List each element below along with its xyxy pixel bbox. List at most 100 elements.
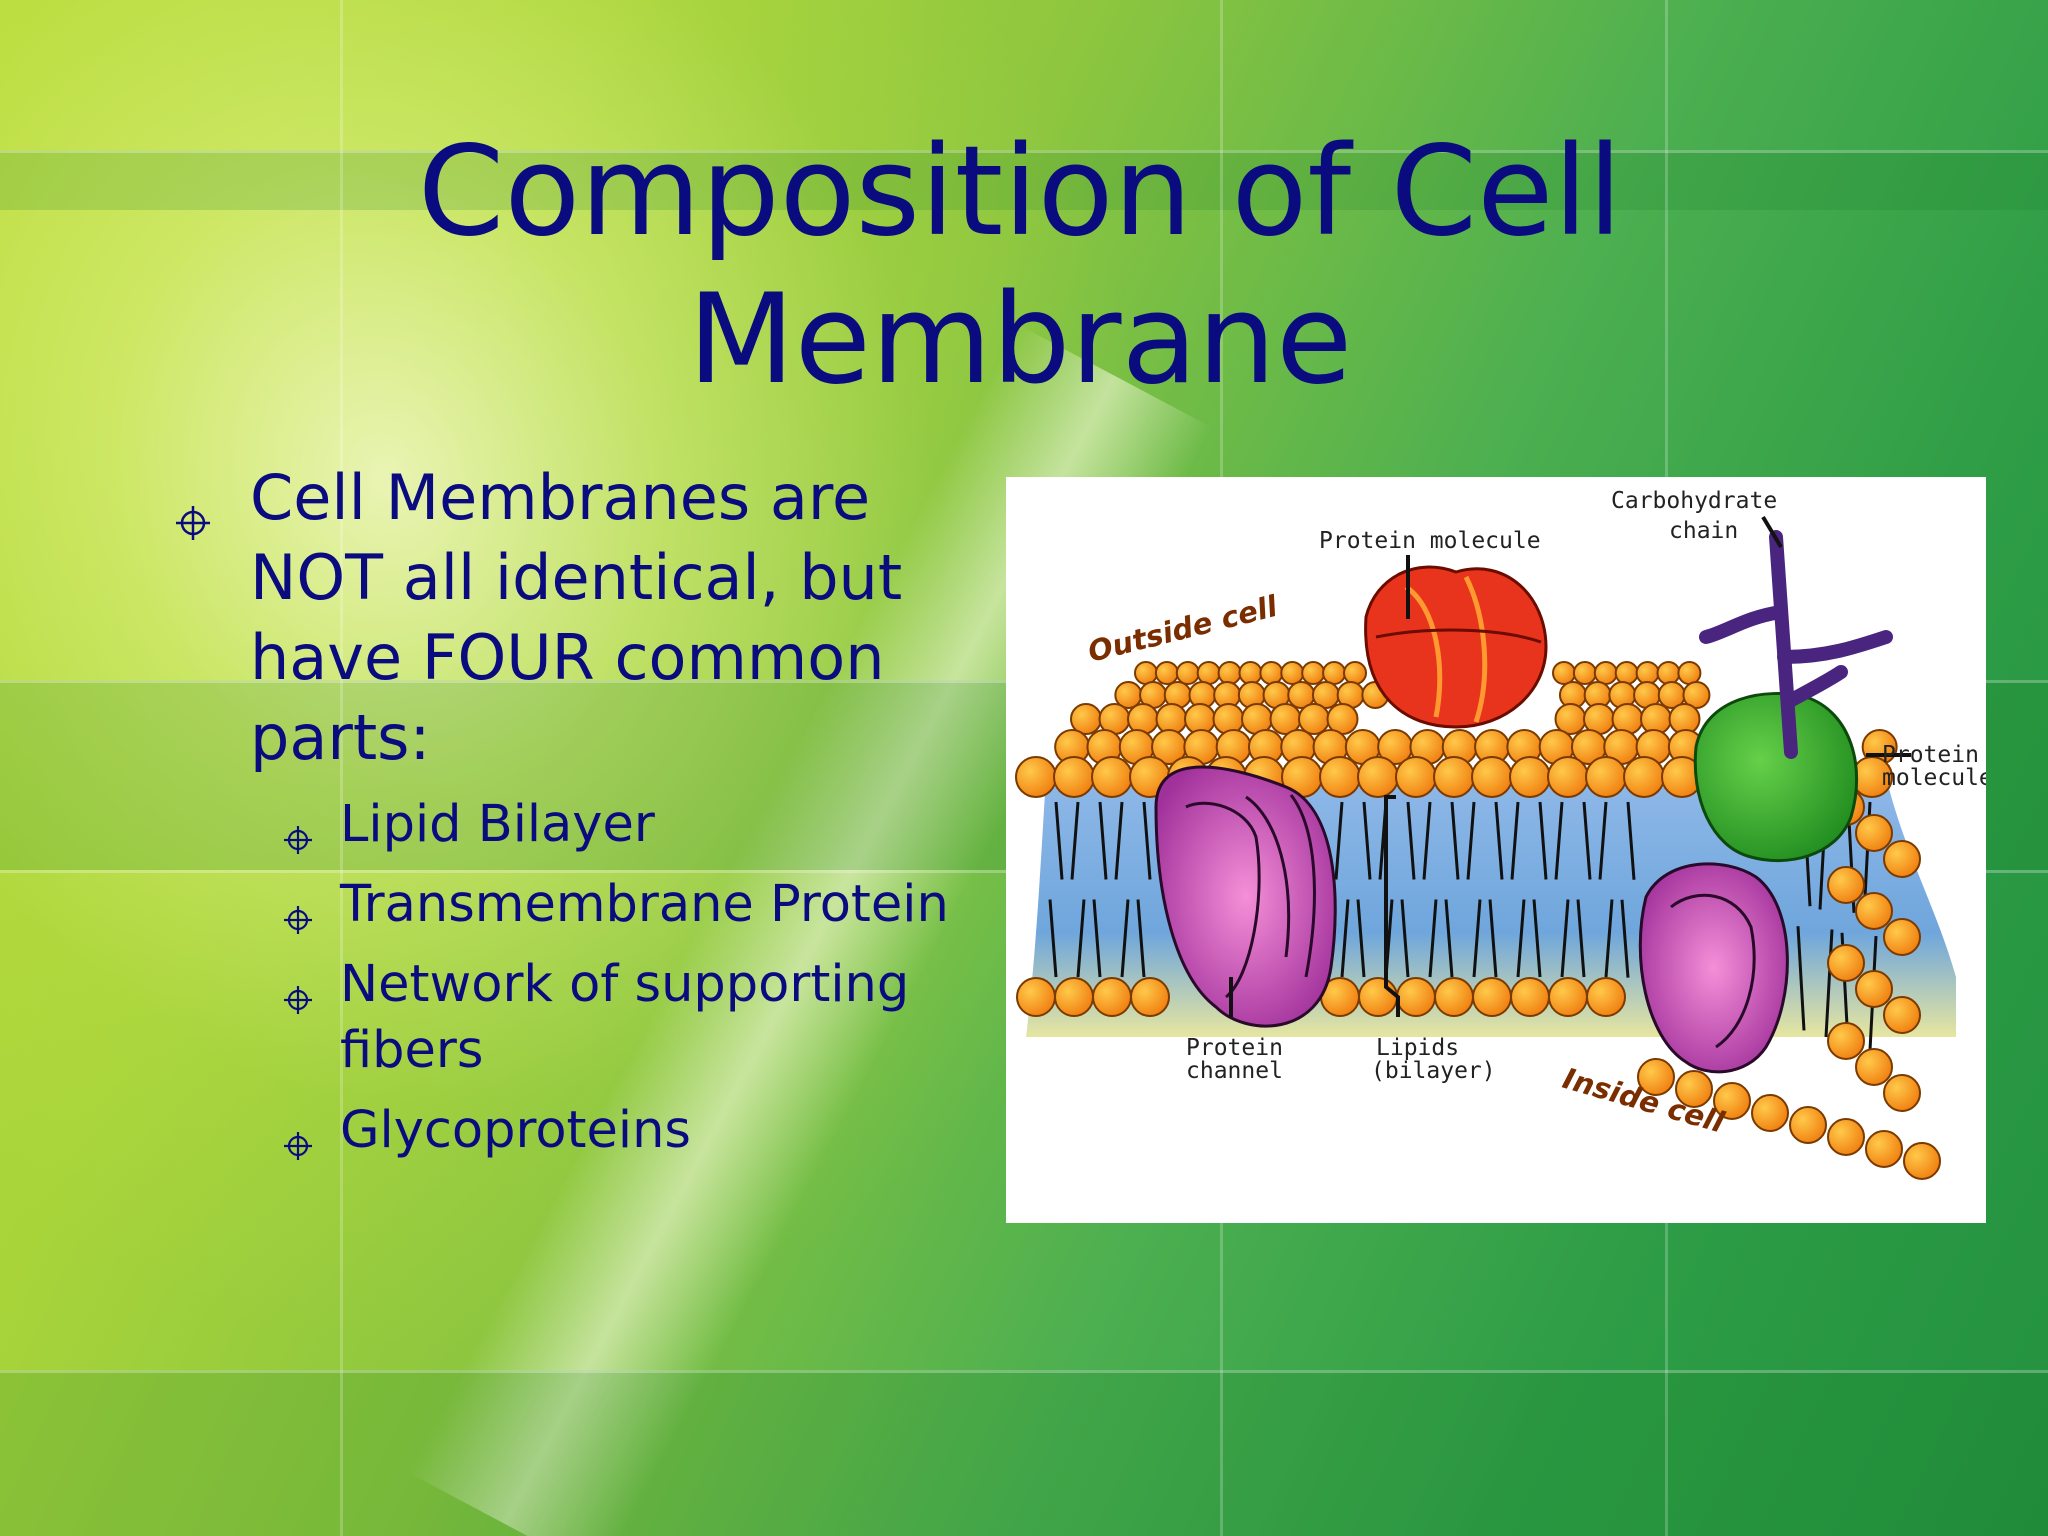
background-band [0, 1370, 2048, 1536]
background-band [0, 150, 2048, 210]
lipid-tail [1400, 899, 1410, 978]
protein-channel-label: channel [1186, 1058, 1283, 1084]
protein-molecule-top [1364, 565, 1548, 729]
protein-channel-right [1638, 862, 1789, 1074]
lipid-tail [1048, 899, 1058, 978]
lipid-head [1322, 661, 1347, 685]
lipid-head [1053, 756, 1095, 798]
lipid-tail [1532, 899, 1542, 978]
lipid-head [1827, 866, 1865, 904]
lipid-tail [1488, 899, 1498, 978]
lipid-head [1855, 814, 1893, 852]
lipid-tail [1142, 801, 1152, 880]
subbullet-item: Transmembrane Protein [175, 872, 995, 938]
lipid-tail [1422, 801, 1432, 880]
crosshair-bullet-icon [283, 966, 313, 1032]
lipid-tail [1824, 929, 1834, 1038]
lipid-tail [1494, 801, 1504, 880]
lipid-tail [1582, 801, 1592, 880]
lipid-heads-lower [1016, 977, 1941, 1180]
lipid-head [1883, 840, 1921, 878]
membrane-illustration: Carbohydrate chain Protein molecule Outs… [1015, 488, 1986, 1180]
lipid-tail [1406, 801, 1416, 880]
lipid-tail [1098, 801, 1108, 880]
lipid-head [1623, 756, 1665, 798]
lipid-head [1510, 977, 1550, 1017]
lipid-head [1238, 661, 1263, 685]
lipid-heads-upper [1015, 661, 1921, 1112]
lipid-head [1301, 661, 1326, 685]
crosshair-bullet-icon [283, 886, 313, 952]
subbullet-text: Glycoproteins [340, 1101, 691, 1160]
lipid-tail [1114, 801, 1124, 880]
protein-channel-left [1154, 765, 1337, 1028]
lipid-head [1016, 977, 1056, 1017]
slide-title: Composition of Cell Membrane [417, 120, 1623, 412]
lipid-head [1472, 977, 1512, 1017]
lipid-head [1259, 661, 1284, 685]
lipid-head [1175, 661, 1200, 685]
lipid-tail [1070, 801, 1080, 880]
lipid-head [1675, 1070, 1713, 1108]
lipid-tail [1340, 899, 1350, 978]
lipid-tail [1362, 801, 1372, 880]
lipid-head [1547, 756, 1589, 798]
lipid-head [1298, 703, 1330, 735]
lipid-head [1614, 661, 1639, 685]
lipid-tail [1356, 899, 1366, 978]
protein-molecule-label: molecule [1882, 765, 1986, 791]
lipid-tail [1334, 801, 1344, 880]
lipid-head [1635, 661, 1660, 685]
lipid-head [1656, 661, 1681, 685]
lipid-head [1015, 756, 1057, 798]
lipid-head [1827, 944, 1865, 982]
grid-line [340, 0, 343, 1536]
subbullet-item: Lipid Bilayer [175, 792, 995, 858]
lipid-head [1134, 661, 1158, 685]
lipid-head [1572, 661, 1597, 685]
carbohydrate-label: chain [1669, 518, 1738, 544]
lipid-head [1280, 661, 1305, 685]
lipid-tail [1598, 801, 1608, 880]
lipid-head [1713, 1082, 1751, 1120]
lipid-head [1883, 918, 1921, 956]
lipid-head [1434, 977, 1474, 1017]
lipid-head [1855, 1048, 1893, 1086]
outside-cell-label: Outside cell [1084, 589, 1281, 669]
lipid-head [1855, 970, 1893, 1008]
subbullet-list: Lipid Bilayer Transmembrane Protein Netw… [175, 792, 995, 1164]
lipid-tail [1054, 801, 1064, 880]
lipid-head [1395, 756, 1437, 798]
lipid-tail [1554, 801, 1564, 880]
protein-molecule-label: Protein [1882, 742, 1979, 768]
lipid-tail [1428, 899, 1438, 978]
bullet-item: Cell Membranes are NOT all identical, bu… [175, 458, 995, 778]
subbullet-text: Lipid Bilayer [340, 795, 655, 854]
lipid-head [1509, 756, 1551, 798]
lipid-head [1212, 703, 1245, 735]
lipid-tail [1450, 801, 1460, 880]
lipid-head [1196, 661, 1221, 685]
lipid-tail [1466, 801, 1476, 880]
lipid-tail [1538, 801, 1548, 880]
lipid-head [1154, 661, 1179, 685]
lipid-head [1855, 892, 1893, 930]
lipid-head [1552, 661, 1576, 685]
lipid-tail [1604, 899, 1614, 978]
lipid-head [1130, 977, 1170, 1017]
lipid-head [1091, 756, 1133, 798]
lipid-head [1396, 977, 1436, 1017]
lipid-tail [1796, 926, 1806, 1031]
carbohydrate-label: Carbohydrate [1611, 488, 1777, 514]
lipid-head [1054, 977, 1094, 1017]
lipid-head [1677, 661, 1702, 685]
subbullet-text: Network of supporting fibers [340, 955, 910, 1080]
lipid-head [1585, 756, 1627, 798]
lipid-tail [1620, 899, 1630, 978]
bullet-list: Cell Membranes are NOT all identical, bu… [175, 458, 995, 1164]
lipid-tail [1092, 899, 1102, 978]
crosshair-bullet-icon [283, 1112, 313, 1178]
lipid-head [1358, 977, 1398, 1017]
lipid-head [1343, 661, 1367, 685]
